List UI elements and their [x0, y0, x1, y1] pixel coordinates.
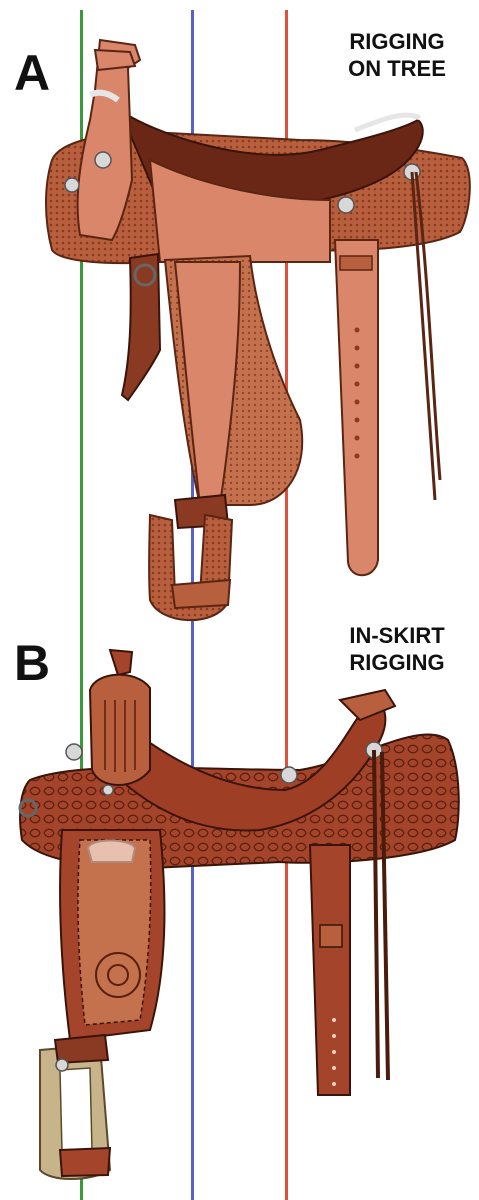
- saddle-b-icon: [0, 640, 479, 1180]
- saddle-a-icon: [0, 30, 479, 650]
